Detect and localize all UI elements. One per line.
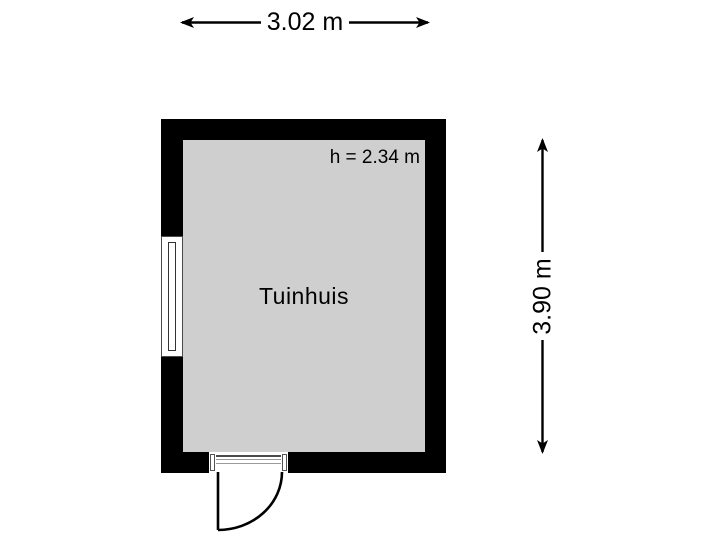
- height-dimension-label: 3.90 m: [528, 252, 559, 340]
- door-threshold-line: [216, 455, 281, 457]
- width-dimension-label: 3.02 m: [261, 8, 349, 37]
- width-dimension-value: 3.02 m: [266, 8, 344, 36]
- door-jamb-right: [282, 454, 287, 471]
- door-swing-arc: [217, 471, 284, 532]
- ceiling-height-label: h = 2.34 m: [329, 147, 420, 168]
- arrowhead-left-icon: [180, 17, 194, 28]
- window-glass-pane: [168, 242, 176, 351]
- door-threshold-line: [216, 463, 281, 464]
- arrowhead-down-icon: [537, 440, 548, 454]
- door-swing: [216, 471, 284, 532]
- window: [161, 236, 183, 357]
- room-name-label: Tuinhuis: [258, 283, 350, 309]
- room-floor: [183, 140, 425, 452]
- arrowhead-up-icon: [537, 138, 548, 152]
- door-threshold-line: [216, 459, 281, 460]
- arrowhead-right-icon: [416, 17, 430, 28]
- door-opening: [209, 452, 288, 473]
- door-jamb-left: [210, 454, 215, 471]
- height-dimension-value: 3.90 m: [529, 257, 557, 335]
